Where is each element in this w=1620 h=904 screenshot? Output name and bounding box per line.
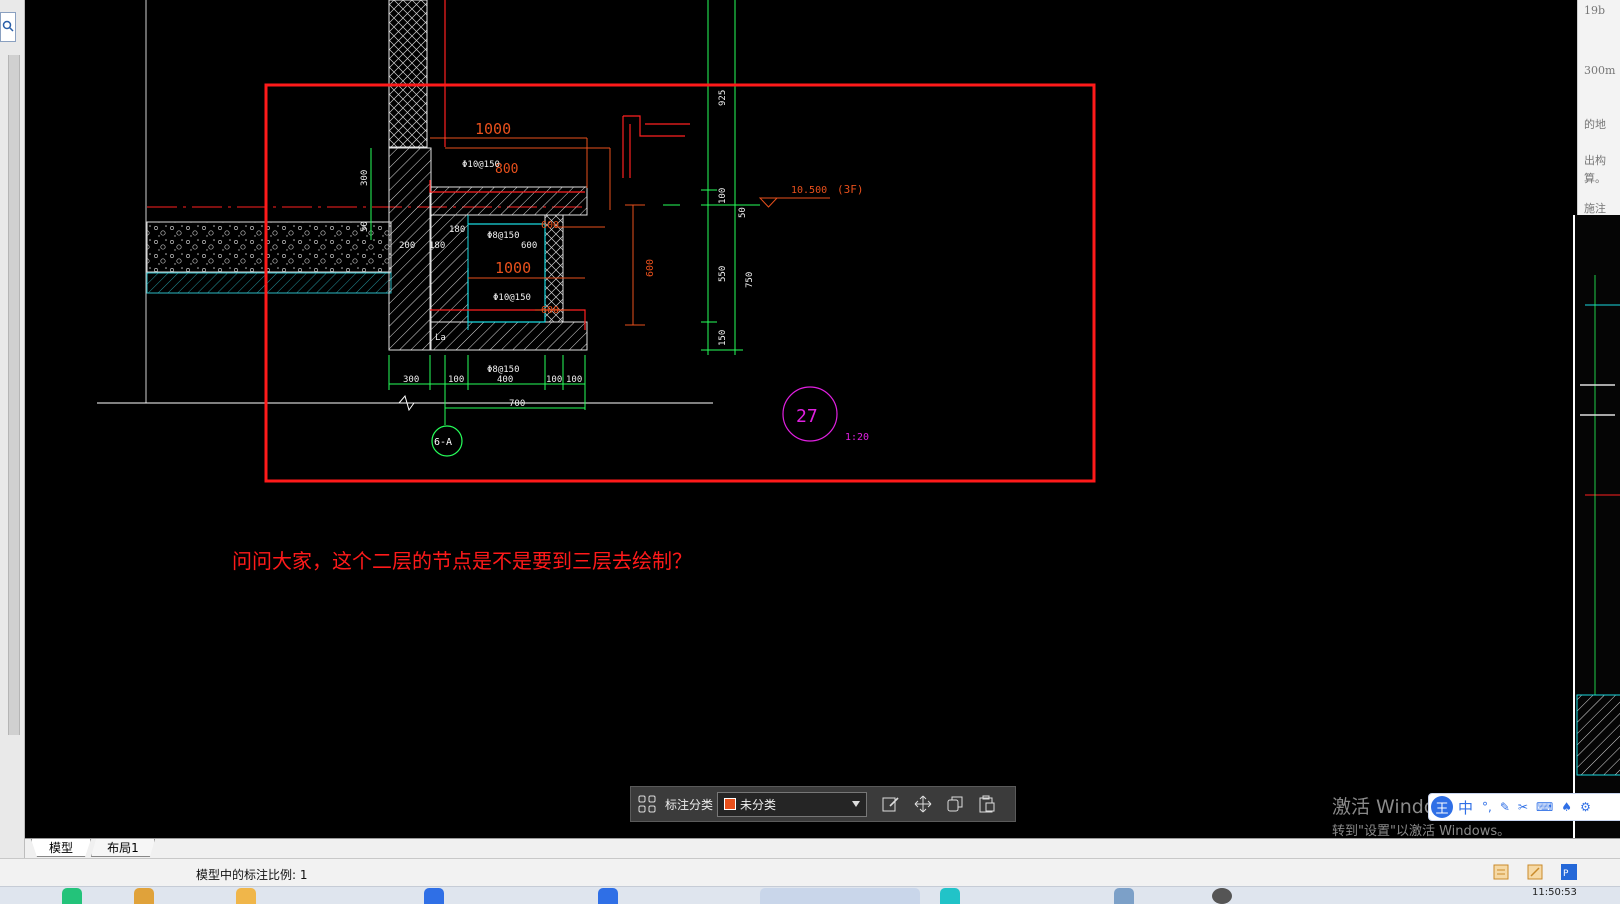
taskbar-active-app[interactable]: [760, 888, 920, 904]
dim-180-b: 180: [449, 225, 465, 235]
taskbar: 11:50:53: [0, 886, 1620, 904]
rebar-3: Φ10@150: [493, 293, 531, 303]
ime-logo[interactable]: 王: [1431, 796, 1453, 818]
skin-icon[interactable]: ♠: [1561, 800, 1573, 814]
watermark-line-2: 转到"设置"以激活 Windows。: [1332, 824, 1511, 839]
dimension-lines: [370, 0, 760, 425]
pen-icon[interactable]: ✎: [1499, 800, 1510, 814]
layout-tabs: 模型 布局1: [25, 838, 1620, 858]
orange-dims: [430, 137, 645, 326]
dim-texts-white: Φ10@150 Φ8@150 600 Φ10@150 Φ8@150 200 18…: [360, 90, 755, 409]
taskbar-app-icon[interactable]: [1212, 888, 1232, 904]
left-panel: [0, 0, 25, 860]
elevation-value: 10.500: [791, 185, 827, 196]
dim-550: 550: [718, 266, 728, 282]
layout-icon[interactable]: [1492, 863, 1512, 883]
rebar-2: Φ8@150: [487, 231, 520, 241]
drawing-canvas[interactable]: 1000 800 600 1000 600 600 10.500 (3F) Φ1…: [25, 0, 1577, 838]
dim-600-b: 600: [541, 305, 559, 316]
ime-toolbar: 王 中 °, ✎ ✂ ⌨ ♠ ⚙: [1428, 793, 1620, 821]
dim-bottom-100b: 100: [546, 375, 562, 385]
system-clock[interactable]: 11:50:53: [1532, 887, 1577, 898]
slab-drawing: [97, 0, 713, 412]
gear-icon[interactable]: ⚙: [1580, 800, 1591, 814]
search-icon: [2, 20, 14, 32]
dim-100: 100: [718, 188, 728, 204]
doc-line: 施注: [1584, 202, 1606, 215]
tab-model[interactable]: 模型: [31, 839, 91, 857]
floor-label: (3F): [837, 183, 864, 196]
taskbar-app-icon[interactable]: [940, 888, 960, 904]
grid-icon[interactable]: [635, 792, 659, 816]
taskbar-app-icon[interactable]: [62, 888, 82, 904]
paste-icon[interactable]: [975, 792, 999, 816]
annotate-icon[interactable]: [1526, 863, 1546, 883]
annotation-scale-text: 模型中的标注比例: 1: [196, 868, 308, 882]
dim-600-v: 600: [645, 259, 656, 277]
taskbar-app-icon[interactable]: [1114, 888, 1134, 904]
dim-925: 925: [718, 90, 728, 106]
copy-icon[interactable]: [943, 792, 967, 816]
rebar-1: Φ10@150: [462, 160, 500, 170]
dim-bottom-100c: 100: [566, 375, 582, 385]
question-annotation: 问问大家，这个二层的节点是不是要到三层去绘制？: [232, 549, 692, 573]
red-column-mark: [622, 115, 690, 178]
dim-bottom-400: 400: [497, 375, 513, 385]
move-icon[interactable]: [911, 792, 935, 816]
chevron-down-icon: [852, 800, 861, 807]
taskbar-app-icon[interactable]: [424, 888, 444, 904]
doc-line: 300m: [1584, 64, 1616, 77]
taskbar-app-icon[interactable]: [134, 888, 154, 904]
dim-bottom-100: 100: [448, 375, 464, 385]
axis-bubble: 6-A: [431, 425, 463, 457]
dim-texts-red: 1000 800 600 1000 600 600 10.500 (3F): [475, 120, 864, 316]
dim-bottom-700: 700: [509, 399, 525, 409]
dim-600-a: 600: [541, 220, 559, 231]
app-icon[interactable]: P: [1560, 863, 1580, 883]
dim-180-a: 180: [429, 241, 445, 251]
svg-text:P: P: [1563, 869, 1569, 879]
taskbar-app-icon[interactable]: [598, 888, 618, 904]
dim-50: 50: [738, 207, 748, 218]
scissors-icon[interactable]: ✂: [1517, 800, 1528, 814]
color-swatch: [724, 798, 737, 810]
rebar-4: Φ8@150: [487, 365, 520, 375]
reference-document-panel: 19b 300m 的地 出构 算。 施注: [1577, 0, 1620, 215]
dim-150: 150: [718, 330, 728, 346]
dim-800: 800: [495, 162, 518, 177]
edit-icon[interactable]: [879, 792, 903, 816]
keyboard-icon[interactable]: ⌨: [1535, 800, 1554, 814]
taskbar-app-icon[interactable]: [236, 888, 256, 904]
tab-layout1[interactable]: 布局1: [91, 839, 155, 857]
ime-language-toggle[interactable]: 中: [1458, 798, 1474, 817]
category-select[interactable]: 未分类: [717, 791, 868, 817]
detail-frame: [264, 83, 1096, 483]
doc-line: 19b: [1584, 4, 1606, 17]
la-label: La: [435, 333, 446, 343]
elevation-marker: [758, 197, 830, 208]
category-label: 标注分类: [665, 797, 714, 812]
detail-scale: 1:20: [845, 432, 869, 443]
secondary-cad-viewport: [1573, 215, 1620, 838]
doc-line: 算。: [1584, 172, 1606, 185]
category-value: 未分类: [740, 797, 777, 812]
doc-line: 的地: [1584, 118, 1606, 131]
dim-200: 200: [399, 241, 415, 251]
dim-bottom-300: 300: [403, 375, 419, 385]
dim-750: 750: [745, 272, 755, 288]
detail-number: 27: [796, 406, 818, 427]
dim-1000-mid: 1000: [495, 259, 531, 277]
search-button[interactable]: [0, 12, 16, 42]
vertical-scrollbar[interactable]: [8, 55, 20, 735]
axis-label: 6-A: [434, 437, 452, 448]
dim-1000-top: 1000: [475, 120, 511, 138]
dim-600-c: 600: [521, 241, 537, 251]
annotation-toolbar: 标注分类 未分类: [630, 786, 1016, 822]
dim-300-v: 300: [360, 170, 370, 186]
detail-marker: 27 1:20: [782, 386, 869, 443]
dim-50-v: 50: [360, 221, 370, 232]
doc-line: 出构: [1584, 154, 1606, 167]
status-bar: 模型中的标注比例: 1 P: [0, 858, 1620, 887]
punctuation-icon[interactable]: °,: [1482, 800, 1492, 814]
